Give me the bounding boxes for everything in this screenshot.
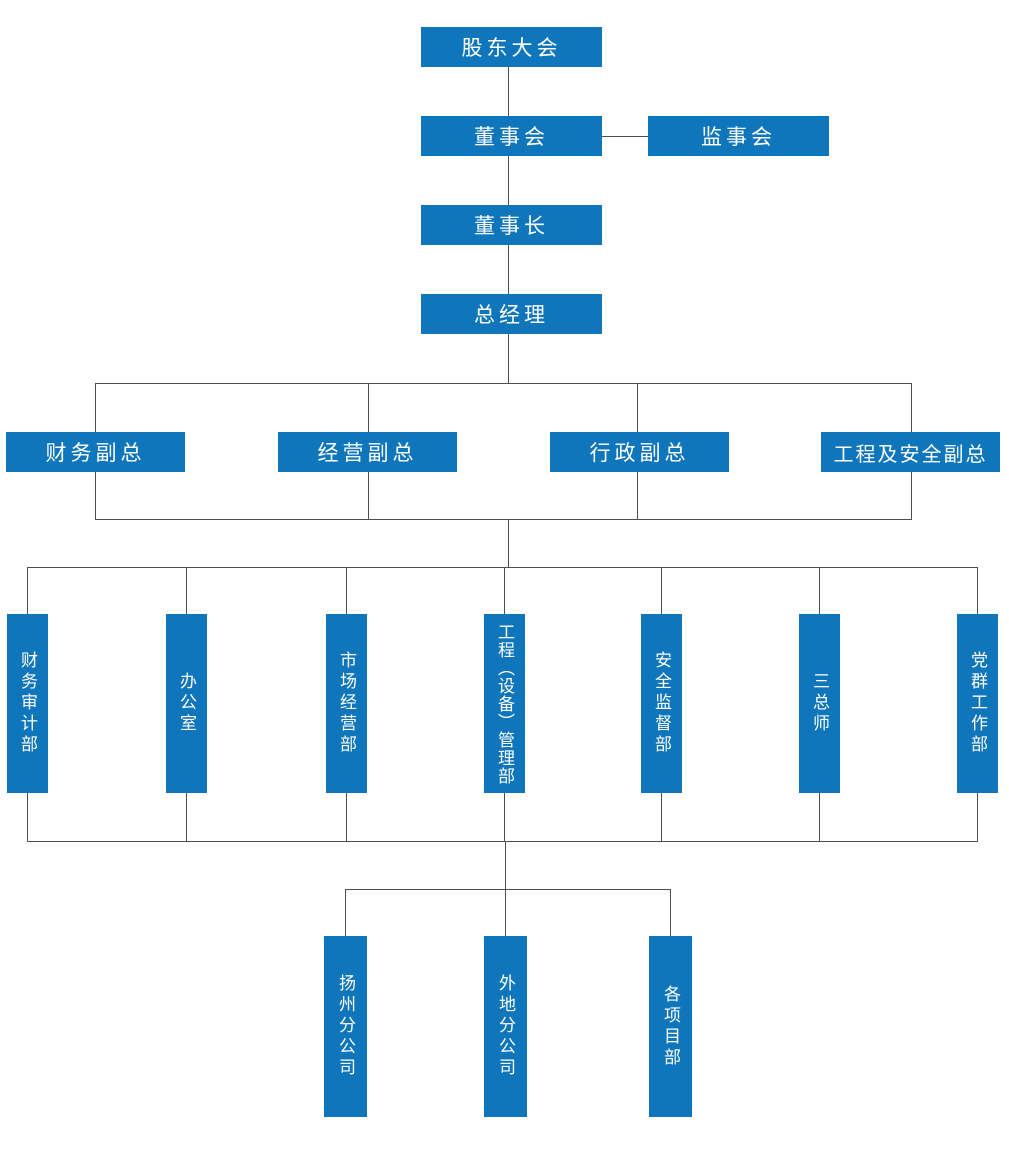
connector-line xyxy=(819,567,820,614)
connector-line xyxy=(27,841,978,842)
connector-line xyxy=(368,472,369,519)
node-board-of-directors: 董事会 xyxy=(421,116,602,156)
connector-line xyxy=(186,567,187,614)
node-vp-engineering-safety: 工程及安全副总 xyxy=(821,432,1000,472)
node-chairman: 董事长 xyxy=(421,205,602,245)
connector-line xyxy=(661,793,662,841)
connector-line xyxy=(911,383,912,432)
node-branch-project-departments: 各项目部 xyxy=(649,936,692,1117)
node-dept-engineering-equipment-management: 工程（设备）管理部 xyxy=(484,614,525,793)
connector-line xyxy=(977,567,978,614)
node-dept-safety-supervision: 安全监督部 xyxy=(641,614,682,793)
connector-line xyxy=(368,383,369,432)
connector-line xyxy=(345,889,346,936)
node-dept-market-operations: 市场经营部 xyxy=(326,614,367,793)
connector-line xyxy=(508,334,509,383)
node-supervisory-board: 监事会 xyxy=(648,116,829,156)
node-general-manager: 总经理 xyxy=(421,294,602,334)
connector-line xyxy=(95,383,96,432)
connector-line xyxy=(508,156,509,205)
connector-line xyxy=(186,793,187,841)
connector-line xyxy=(670,889,671,936)
connector-line xyxy=(346,793,347,841)
connector-line xyxy=(505,841,506,936)
connector-line xyxy=(27,567,28,614)
connector-line xyxy=(95,519,912,520)
connector-line xyxy=(95,472,96,519)
connector-line xyxy=(27,793,28,841)
node-dept-party-masses-work: 党群工作部 xyxy=(957,614,998,793)
connector-line xyxy=(508,67,509,116)
node-dept-office: 办公室 xyxy=(166,614,207,793)
connector-line xyxy=(95,383,912,384)
node-vp-operations: 经营副总 xyxy=(278,432,457,472)
connector-line xyxy=(504,793,505,841)
connector-line xyxy=(819,793,820,841)
connector-line xyxy=(508,519,509,567)
connector-line xyxy=(27,567,978,568)
connector-line xyxy=(661,567,662,614)
node-branch-yangzhou: 扬州分公司 xyxy=(324,936,367,1117)
connector-line xyxy=(911,472,912,519)
node-vp-administration: 行政副总 xyxy=(550,432,729,472)
node-shareholders-meeting: 股东大会 xyxy=(421,27,602,67)
node-branch-out-of-town: 外地分公司 xyxy=(484,936,527,1117)
node-dept-finance-audit: 财务审计部 xyxy=(7,614,48,793)
connector-line xyxy=(637,383,638,432)
connector-line xyxy=(637,472,638,519)
connector-line xyxy=(345,889,671,890)
connector-line xyxy=(977,793,978,841)
connector-line xyxy=(504,567,505,614)
node-vp-finance: 财务副总 xyxy=(6,432,185,472)
connector-line xyxy=(346,567,347,614)
connector-line xyxy=(508,245,509,294)
node-dept-three-chief-engineers: 三总师 xyxy=(799,614,840,793)
connector-line xyxy=(602,136,648,137)
